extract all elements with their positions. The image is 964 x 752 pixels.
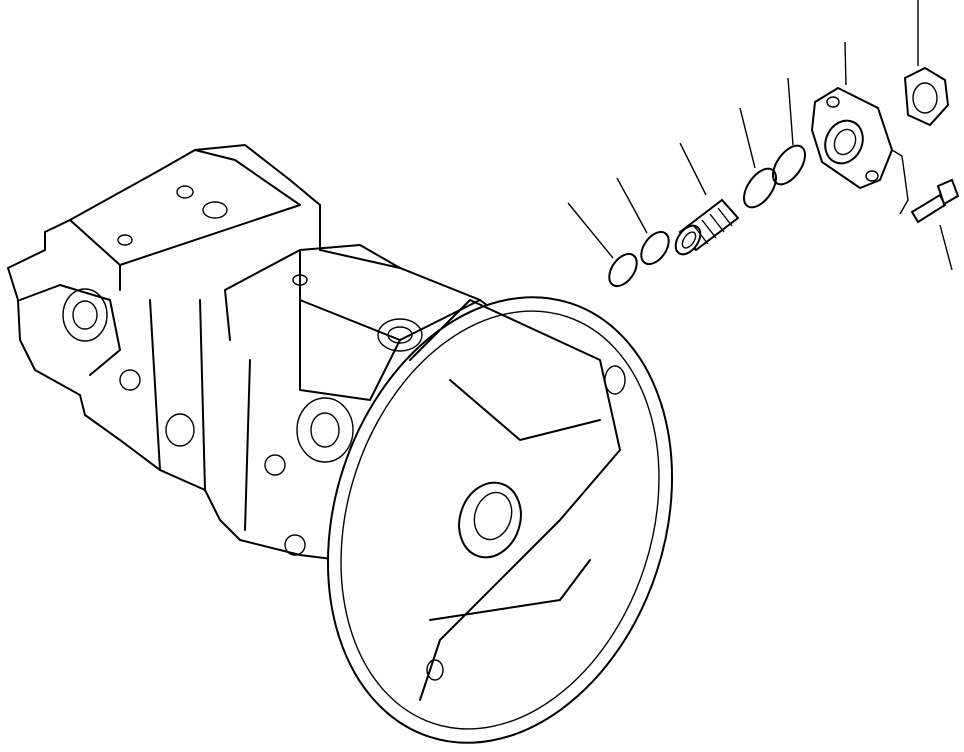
o-ring-2 (616, 177, 670, 266)
o-ring-4 (772, 77, 806, 186)
nut (903, 0, 950, 127)
bolt (910, 178, 960, 271)
mounting-flange (326, 296, 674, 744)
o-ring-1 (567, 202, 638, 288)
cover-plate (810, 41, 909, 215)
spring (674, 142, 740, 256)
o-ring-3 (739, 107, 777, 209)
